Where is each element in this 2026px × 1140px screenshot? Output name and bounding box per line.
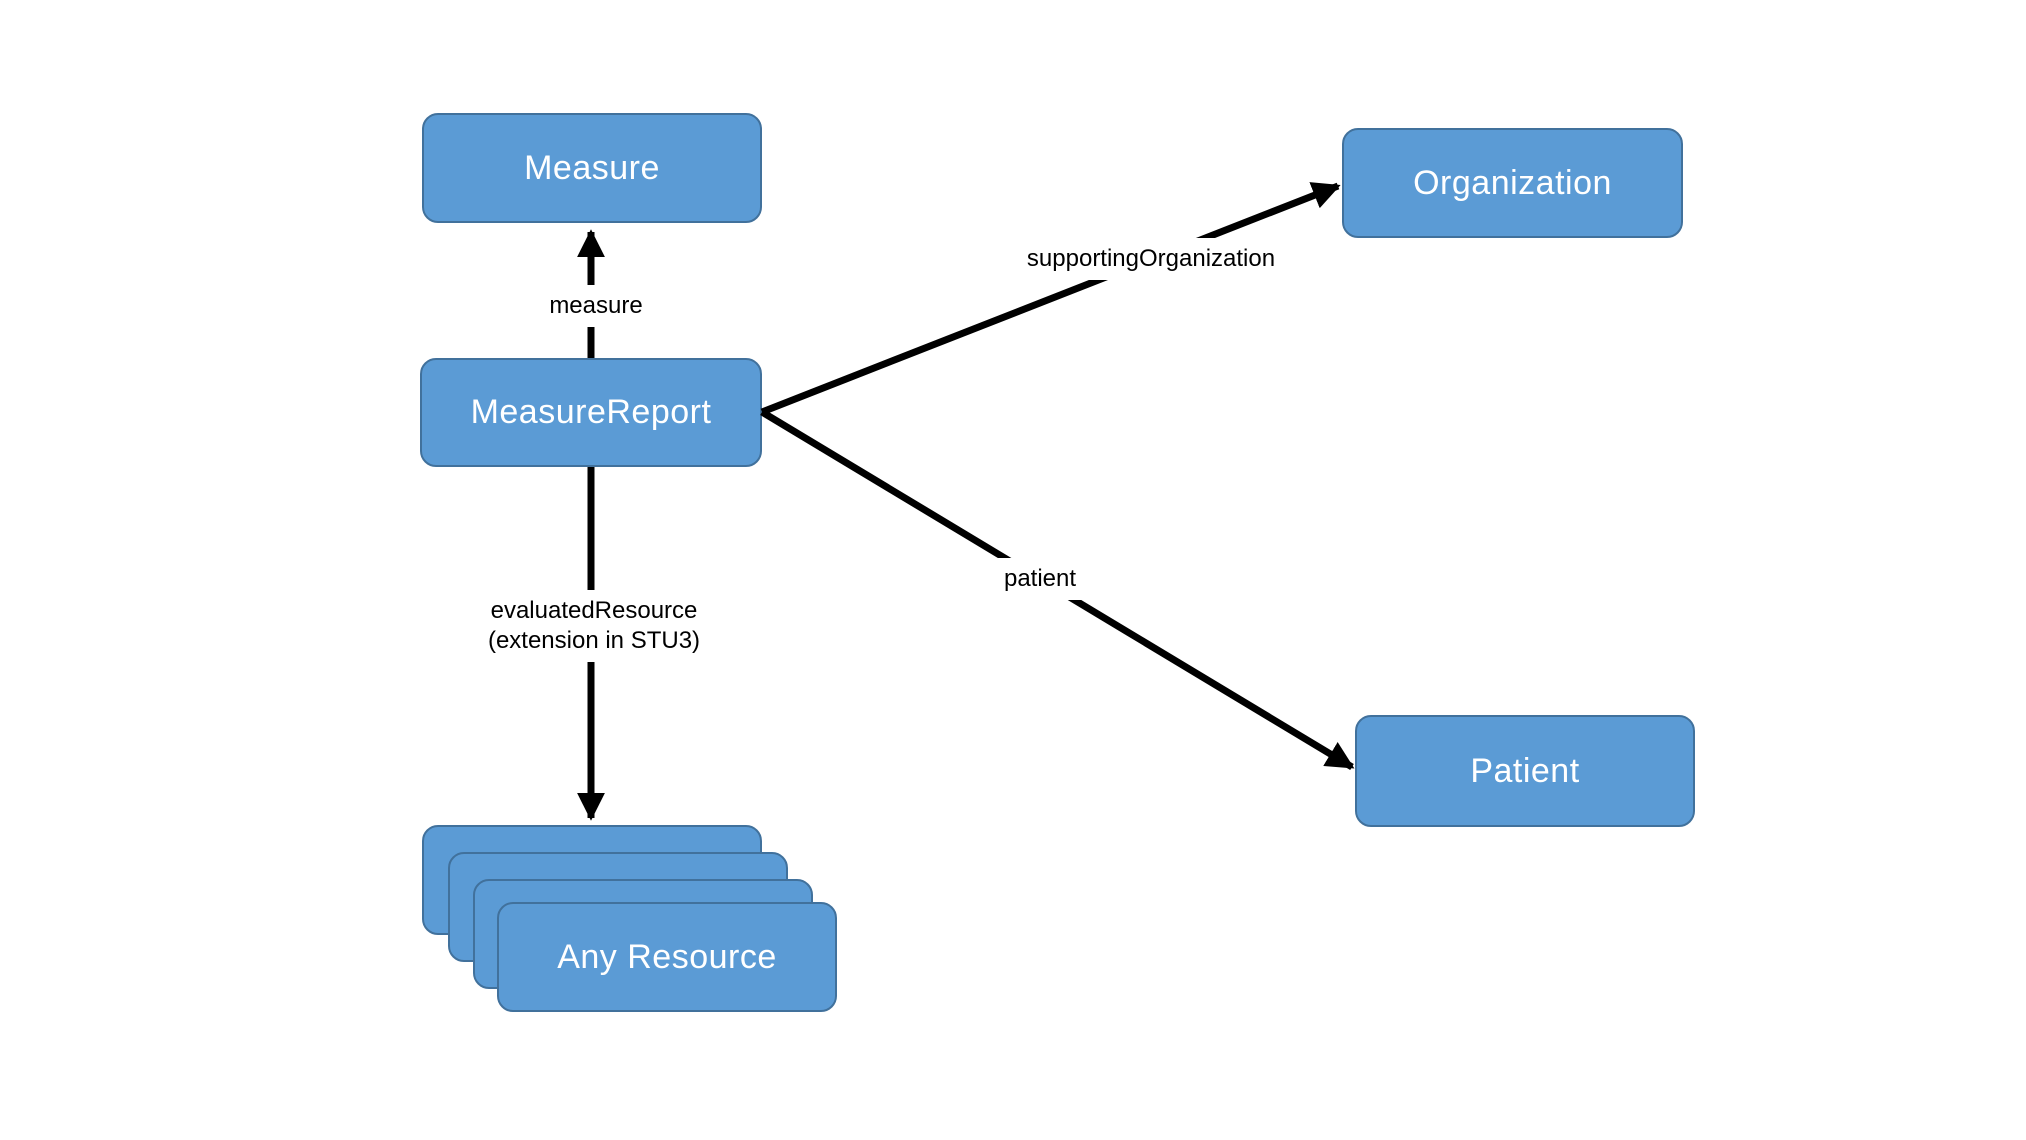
edge-label-measure: measure xyxy=(539,285,653,327)
node-patient-label: Patient xyxy=(1470,751,1580,790)
arrow-supporting-organization xyxy=(760,182,1341,416)
node-measure: Measure xyxy=(422,113,762,223)
node-measure-label: Measure xyxy=(524,148,660,187)
edge-label-evaluated-resource: evaluatedResource (extension in STU3) xyxy=(477,590,711,662)
edge-label-supporting-organization: supportingOrganization xyxy=(1016,238,1286,280)
edge-label-measure-text: measure xyxy=(549,292,643,319)
node-any-resource: Any Resource xyxy=(497,902,837,1012)
edge-label-patient: patient xyxy=(993,558,1087,600)
edge-label-supporting-organization-text: supportingOrganization xyxy=(1026,245,1276,272)
node-any-resource-label: Any Resource xyxy=(557,937,777,976)
node-patient: Patient xyxy=(1355,715,1695,827)
node-organization-label: Organization xyxy=(1413,163,1612,202)
node-measure-report: MeasureReport xyxy=(420,358,762,467)
edge-label-evaluated-resource-line2: (extension in STU3) xyxy=(487,627,701,654)
edge-label-patient-text: patient xyxy=(1003,565,1077,592)
node-measure-report-label: MeasureReport xyxy=(470,393,712,431)
edge-label-evaluated-resource-line1: evaluatedResource xyxy=(490,597,698,624)
node-organization: Organization xyxy=(1342,128,1683,238)
